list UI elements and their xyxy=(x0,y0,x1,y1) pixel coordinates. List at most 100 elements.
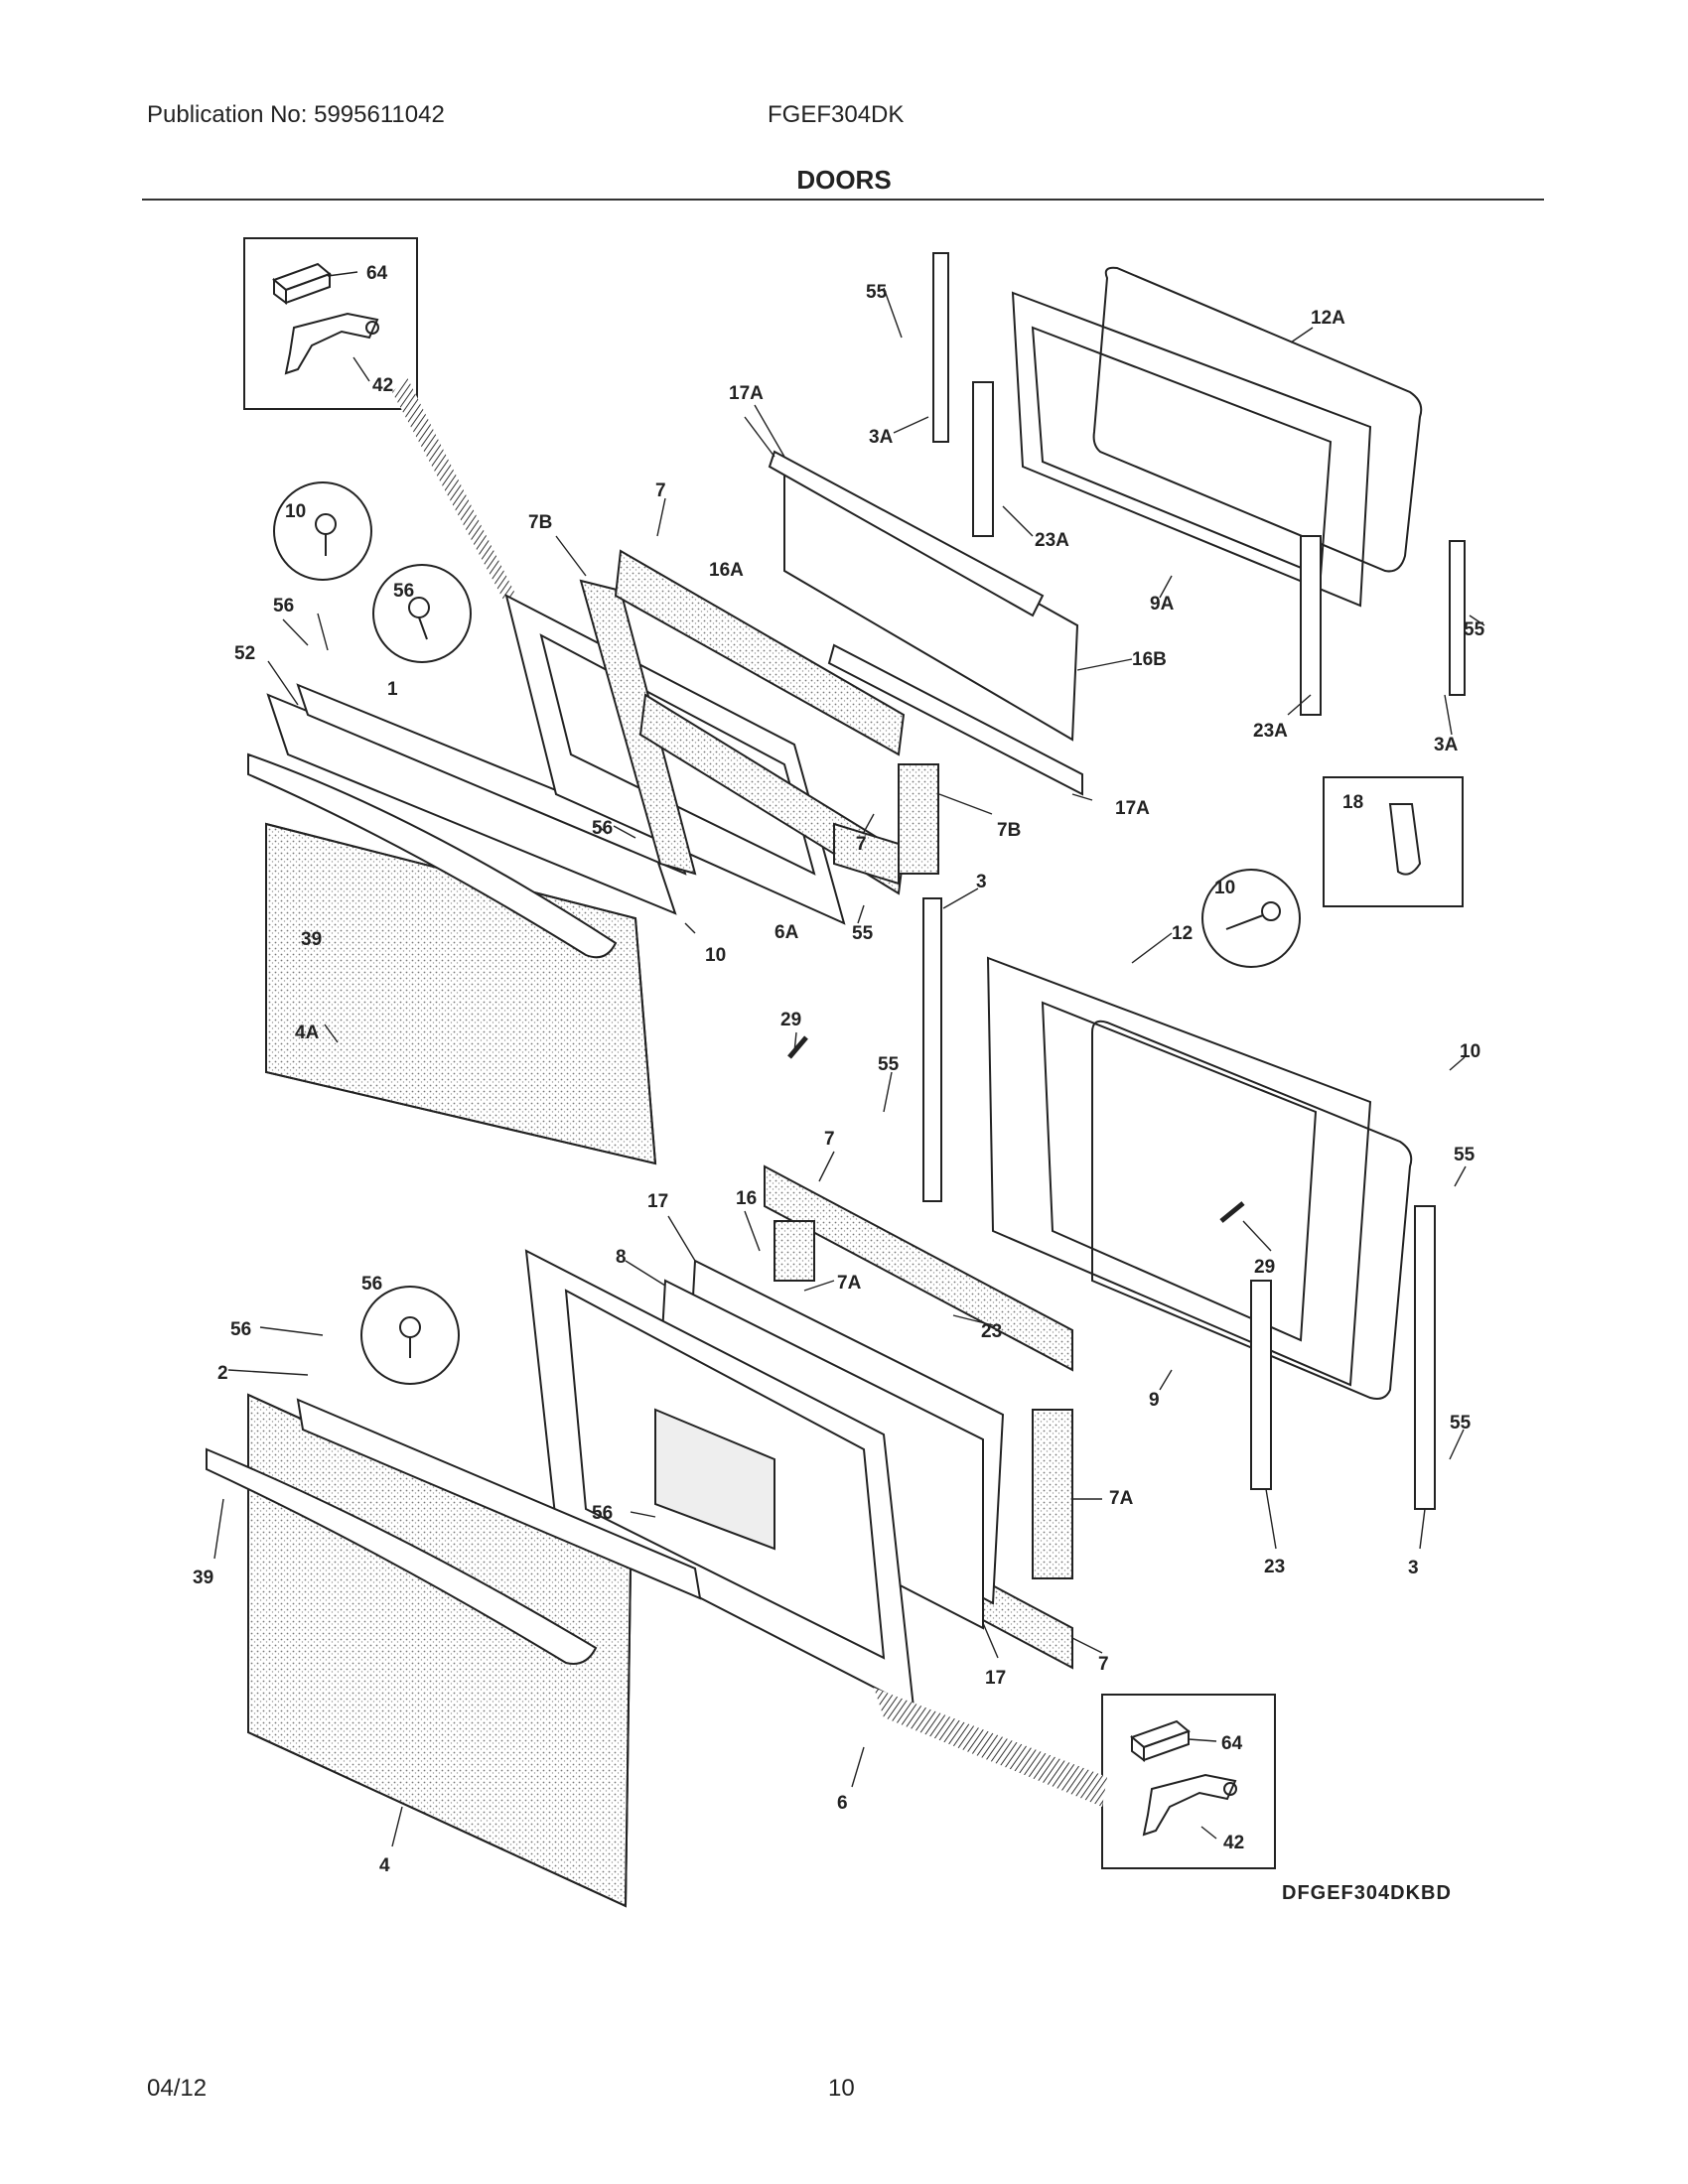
page-title: DOORS xyxy=(796,165,892,195)
door-stop-icon xyxy=(1388,803,1422,876)
upper-door-handle xyxy=(247,752,618,959)
callout-56: 56 xyxy=(393,581,414,602)
callout-3A: 3A xyxy=(869,427,894,448)
callout-55: 55 xyxy=(1450,1413,1472,1433)
screw-icon xyxy=(315,513,337,556)
callout-labels: 64 42 55 12A 17A 3A 23A 7 7B 16A 9A 10 5… xyxy=(193,263,1485,1876)
publication-number: Publication No: 5995611042 xyxy=(147,101,445,128)
pin-29 xyxy=(787,1035,808,1059)
callout-3: 3 xyxy=(1408,1558,1419,1578)
callout-56: 56 xyxy=(361,1274,382,1295)
callout-7: 7 xyxy=(1098,1654,1109,1675)
callout-10: 10 xyxy=(1214,878,1235,898)
footer-date: 04/12 xyxy=(147,2075,208,2102)
screw-10-detail-circle xyxy=(273,481,372,581)
lower-door-liner-9 xyxy=(986,956,1372,1387)
upper-door-seal-12A xyxy=(1092,266,1423,573)
callout-10: 10 xyxy=(705,945,726,966)
callout-56: 56 xyxy=(592,818,613,839)
lower-door-seal-12 xyxy=(1091,1020,1413,1400)
callout-7B: 7B xyxy=(997,820,1021,841)
callout-64: 64 xyxy=(366,263,388,284)
hinge-bracket-icon xyxy=(284,312,379,375)
callout-17A: 17A xyxy=(729,383,764,404)
callout-23: 23 xyxy=(1264,1557,1285,1577)
hinge-bracket-icon xyxy=(1142,1773,1237,1837)
callout-3A: 3A xyxy=(1434,735,1459,755)
leader-lines xyxy=(213,271,1485,1847)
upper-hinge-right xyxy=(1300,535,1322,716)
callout-12A: 12A xyxy=(1311,308,1345,329)
callout-4A: 4A xyxy=(295,1023,320,1043)
pin-29 xyxy=(1219,1201,1245,1223)
callout-16: 16 xyxy=(736,1188,757,1209)
callout-7: 7 xyxy=(655,480,666,501)
callout-12: 12 xyxy=(1172,923,1193,944)
upper-hinge-left xyxy=(932,252,949,443)
callout-42: 42 xyxy=(1223,1833,1244,1853)
callout-1: 1 xyxy=(387,679,398,700)
callout-29: 29 xyxy=(1254,1257,1275,1278)
callout-42: 42 xyxy=(372,375,393,396)
lower-insulation-7A xyxy=(1032,1409,1073,1579)
callout-56: 56 xyxy=(230,1319,251,1340)
screw-icon xyxy=(1225,901,1281,930)
callout-56: 56 xyxy=(273,596,294,616)
screw-56b-detail-circle xyxy=(360,1286,460,1385)
lower-hinge-3-left xyxy=(922,897,942,1202)
callout-6A: 6A xyxy=(774,922,799,943)
callout-2: 2 xyxy=(217,1363,228,1384)
callout-23A: 23A xyxy=(1253,721,1288,742)
callout-23A: 23A xyxy=(1035,530,1069,551)
callout-6: 6 xyxy=(837,1793,848,1814)
callout-29: 29 xyxy=(780,1010,801,1030)
callout-39: 39 xyxy=(301,929,322,950)
callout-55: 55 xyxy=(1464,619,1485,640)
callout-17A: 17A xyxy=(1115,798,1150,819)
callout-7: 7 xyxy=(856,834,867,855)
lower-hinge-23 xyxy=(1250,1280,1272,1490)
callout-55: 55 xyxy=(1454,1145,1476,1165)
page-number: 10 xyxy=(828,2075,855,2102)
gasket-block-icon xyxy=(272,262,332,305)
door-stop-inset-box xyxy=(1323,776,1464,907)
header-rule xyxy=(142,199,1544,201)
callout-17: 17 xyxy=(647,1191,668,1212)
callout-10: 10 xyxy=(1460,1041,1480,1062)
lower-hinge-3-right xyxy=(1414,1205,1436,1510)
callout-8: 8 xyxy=(616,1247,627,1268)
callout-52: 52 xyxy=(234,643,255,664)
callout-56: 56 xyxy=(592,1503,613,1524)
callout-7B: 7B xyxy=(528,512,552,533)
callout-16A: 16A xyxy=(709,560,744,581)
bracket-inset-box-top xyxy=(243,237,418,410)
callout-4: 4 xyxy=(379,1855,390,1876)
callout-64: 64 xyxy=(1221,1733,1243,1754)
screw-icon xyxy=(399,1316,421,1358)
upper-insulation-7 xyxy=(614,549,906,756)
callout-18: 18 xyxy=(1342,792,1363,813)
part-outlines xyxy=(206,237,1466,1908)
lower-insulation-7-top xyxy=(764,1164,1073,1372)
screw-56-detail-circle xyxy=(372,564,472,663)
upper-inner-frame xyxy=(504,594,846,925)
callout-10: 10 xyxy=(285,501,306,522)
upper-channel-17A xyxy=(827,643,1083,796)
diagram-code: DFGEF304DKBD xyxy=(1282,1882,1452,1904)
callout-16B: 16B xyxy=(1132,649,1167,670)
gasket-block-icon xyxy=(1130,1719,1191,1762)
callout-39: 39 xyxy=(193,1568,213,1588)
callout-7: 7 xyxy=(824,1129,835,1150)
callout-23: 23 xyxy=(981,1321,1002,1342)
callout-3: 3 xyxy=(976,872,987,892)
callout-9A: 9A xyxy=(1150,594,1175,614)
lower-door-trim-2 xyxy=(296,1398,702,1600)
callout-55: 55 xyxy=(866,282,888,303)
callout-55: 55 xyxy=(852,923,874,944)
callout-9: 9 xyxy=(1149,1390,1160,1411)
callout-17: 17 xyxy=(985,1668,1006,1689)
callout-55: 55 xyxy=(878,1054,900,1075)
screw-icon xyxy=(408,597,430,640)
lower-door-handle xyxy=(206,1447,598,1665)
